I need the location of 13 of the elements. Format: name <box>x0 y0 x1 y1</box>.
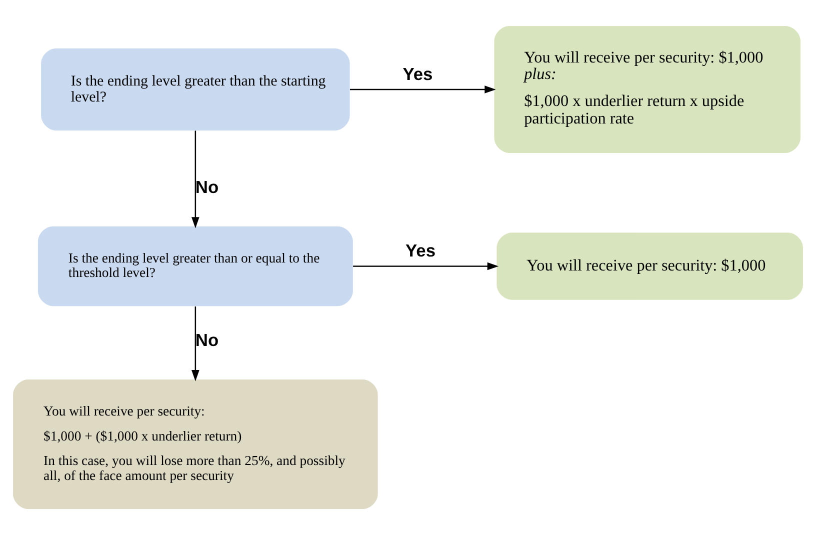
arrow <box>192 306 200 381</box>
node-box: Is the ending level greater than the starting level? <box>41 48 350 130</box>
arrow <box>350 85 496 93</box>
node-box: Is the ending level greater than or equal to the threshold level? <box>38 226 353 306</box>
edge-label: No <box>195 176 219 197</box>
node-box: You will receive per security: $1,000 <box>496 232 803 300</box>
arrow <box>353 262 499 270</box>
edge-label: No <box>195 330 219 350</box>
node-box: You will receive per security: $1,000 plus: $1,000 x underlier return x upside participation rate <box>494 25 800 152</box>
edge-label: Yes <box>406 240 436 260</box>
arrow <box>192 130 200 228</box>
edge-label: Yes <box>402 63 433 84</box>
node-box: You will receive per security: $1,000 + ($1,000 x underlier return) In this case, you will lose more than 25%, and possibly all, of the face amount per security <box>13 379 378 509</box>
